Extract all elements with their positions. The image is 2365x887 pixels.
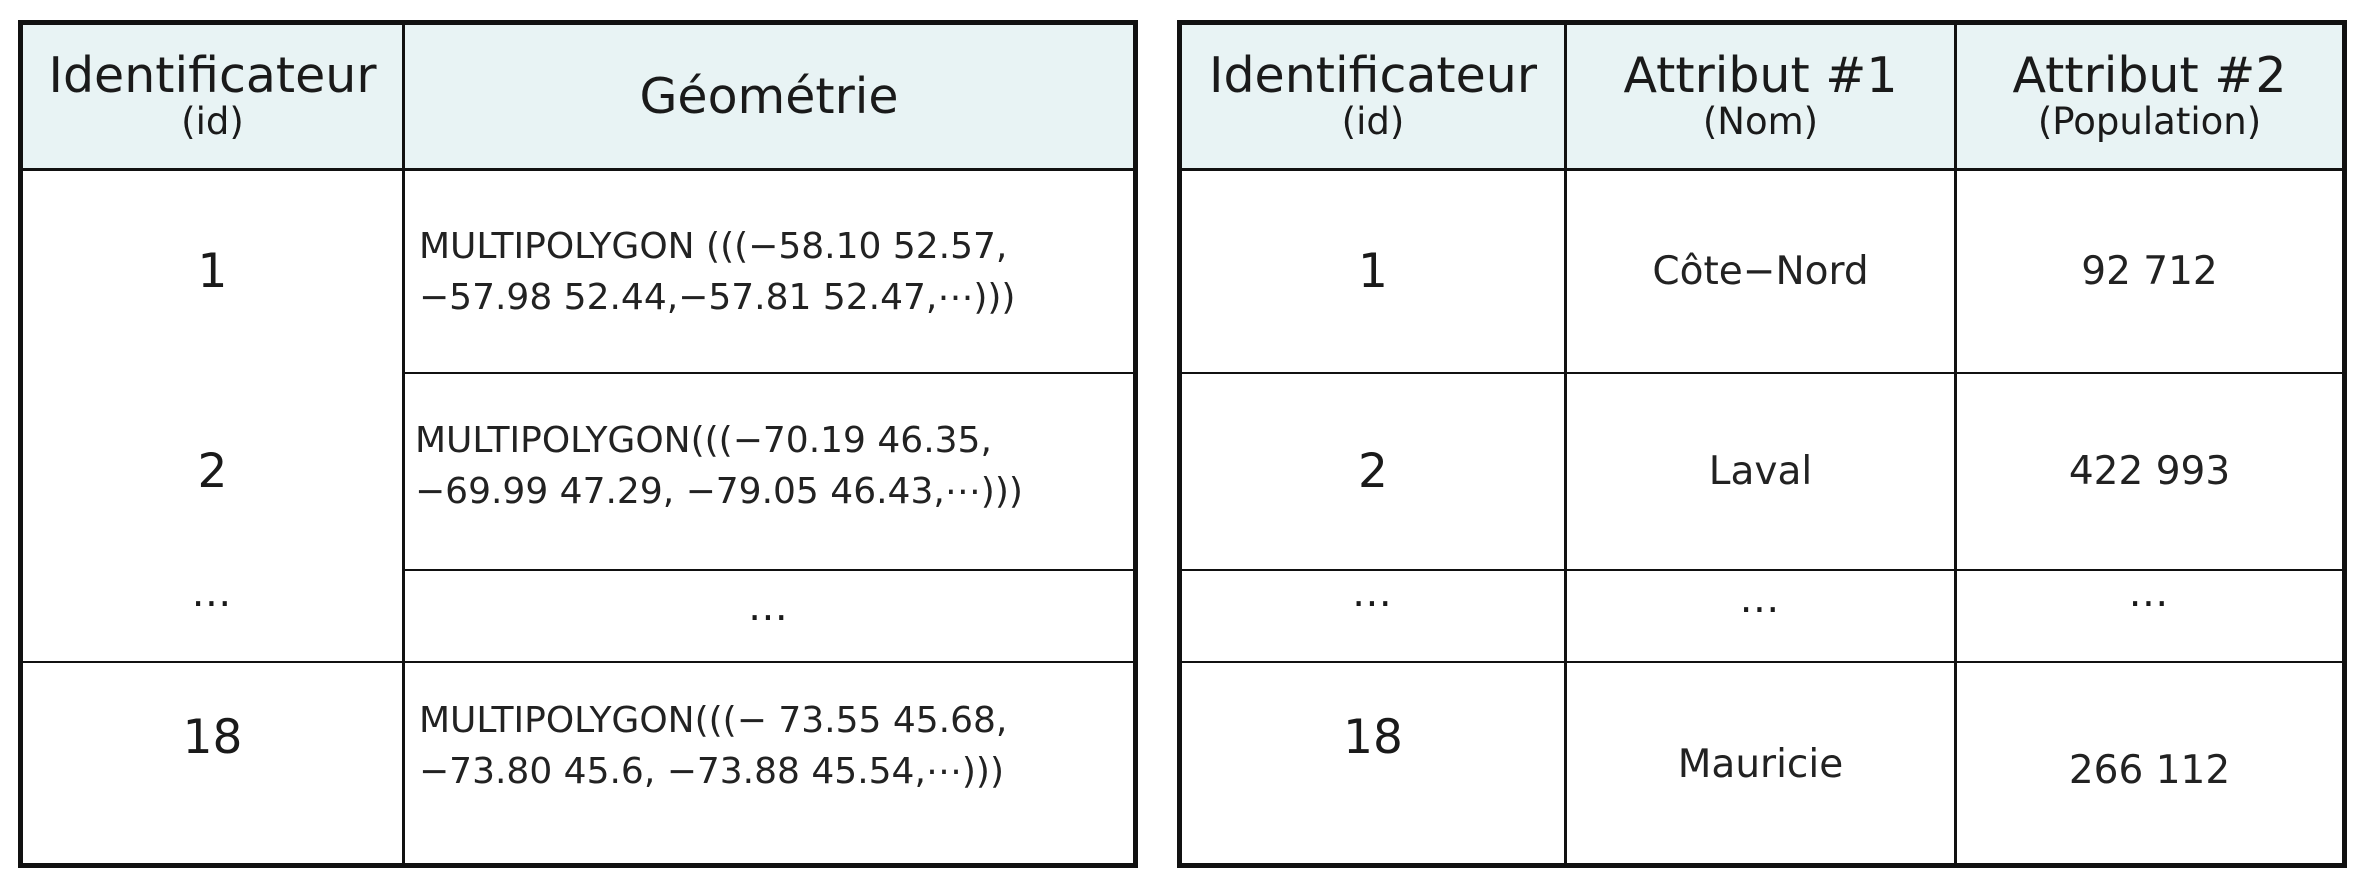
- table-row-name: Laval: [1567, 374, 1954, 569]
- header-attr1-cell: Attribut #1 (Nom): [1567, 25, 1954, 168]
- header-attr1-sub: (Nom): [1702, 99, 1819, 143]
- row-id: 1: [197, 244, 228, 299]
- row-id: 1: [1358, 244, 1388, 299]
- header-attr2-cell: Attribut #2 (Population): [1957, 25, 2342, 168]
- geometry-line: −57.98 52.44,−57.81 52.47,⋯))): [419, 277, 1016, 319]
- table-row-population: 266 112: [1957, 725, 2342, 815]
- ellipsis-geometry: ⋯: [405, 585, 1133, 649]
- row-population: 92 712: [2081, 249, 2218, 294]
- geometry-line: −73.80 45.6, −73.88 45.54,⋯))): [419, 751, 1005, 793]
- table-row-id: 18: [1182, 687, 1564, 787]
- header-id-sub: (id): [181, 99, 244, 143]
- ellipsis: ⋯: [1352, 580, 1394, 626]
- row-id: 18: [1343, 709, 1403, 765]
- row-geometry: MULTIPOLYGON(((−70.19 46.35, −69.99 47.2…: [415, 415, 1023, 517]
- header-attr2-label: Attribut #2: [2012, 46, 2287, 104]
- ellipsis: ⋯: [748, 594, 790, 640]
- row-divider: [23, 661, 1137, 663]
- column-divider: [1564, 25, 1567, 863]
- table-row-id: 18: [23, 687, 402, 787]
- ellipsis-id: ⋯: [23, 571, 402, 635]
- header-geometry-cell: Géométrie: [405, 25, 1133, 168]
- row-id: 2: [1358, 444, 1388, 499]
- table-row-population: 92 712: [1957, 171, 2342, 372]
- row-divider: [1182, 569, 2342, 571]
- geometry-line: MULTIPOLYGON (((−58.10 52.57,: [419, 226, 1008, 267]
- column-divider: [1954, 25, 1957, 863]
- table-row-id: 1: [23, 171, 402, 372]
- table-row-name: Mauricie: [1567, 719, 1954, 809]
- ellipsis-population: ⋯: [1957, 571, 2342, 635]
- header-id-cell: Identificateur (id): [1182, 25, 1564, 168]
- table-row-id: 2: [1182, 374, 1564, 569]
- geometry-line: MULTIPOLYGON(((− 73.55 45.68,: [419, 700, 1008, 741]
- row-name: Mauricie: [1677, 741, 1844, 787]
- header-attr1-label: Attribut #1: [1623, 46, 1898, 104]
- row-id: 18: [182, 709, 243, 765]
- row-geometry: MULTIPOLYGON(((− 73.55 45.68, −73.80 45.…: [419, 695, 1007, 797]
- geometry-line: −69.99 47.29, −79.05 46.43,⋯))): [415, 471, 1023, 513]
- header-id-cell: Identificateur (id): [23, 25, 402, 168]
- ellipsis-id: ⋯: [1182, 571, 1564, 635]
- ellipsis-name: ⋯: [1567, 577, 1954, 641]
- row-divider: [1182, 661, 2342, 663]
- geometry-table: Identificateur (id) Géométrie 1 MULTIPOL…: [18, 20, 1138, 868]
- header-attr2-sub: (Population): [2037, 99, 2262, 143]
- table-row-id: 2: [23, 374, 402, 569]
- table-row-name: Côte−Nord: [1567, 171, 1954, 372]
- header-id-label: Identificateur: [1209, 46, 1537, 104]
- header-id-sub: (id): [1341, 99, 1405, 143]
- ellipsis: ⋯: [2128, 580, 2171, 626]
- table-row-id: 1: [1182, 171, 1564, 372]
- row-name: Côte−Nord: [1652, 249, 1869, 294]
- header-geometry-label: Géométrie: [639, 67, 899, 125]
- row-geometry: MULTIPOLYGON (((−58.10 52.57, −57.98 52.…: [419, 221, 1015, 323]
- row-population: 422 993: [2068, 449, 2231, 494]
- row-divider: [402, 569, 1133, 571]
- ellipsis: ⋯: [1739, 586, 1782, 632]
- table-row-population: 422 993: [1957, 374, 2342, 569]
- row-population: 266 112: [2068, 747, 2231, 793]
- ellipsis: ⋯: [191, 580, 234, 626]
- row-divider: [1182, 372, 2342, 374]
- geometry-table-header: [23, 25, 1133, 171]
- row-name: Laval: [1708, 449, 1813, 494]
- geometry-line: MULTIPOLYGON(((−70.19 46.35,: [415, 420, 992, 461]
- row-id: 2: [197, 444, 228, 499]
- attribute-table-header: [1182, 25, 2342, 171]
- column-divider: [402, 25, 405, 863]
- header-id-label: Identificateur: [48, 46, 377, 104]
- attribute-table: Identificateur (id) Attribut #1 (Nom) At…: [1177, 20, 2347, 868]
- row-divider: [402, 372, 1133, 374]
